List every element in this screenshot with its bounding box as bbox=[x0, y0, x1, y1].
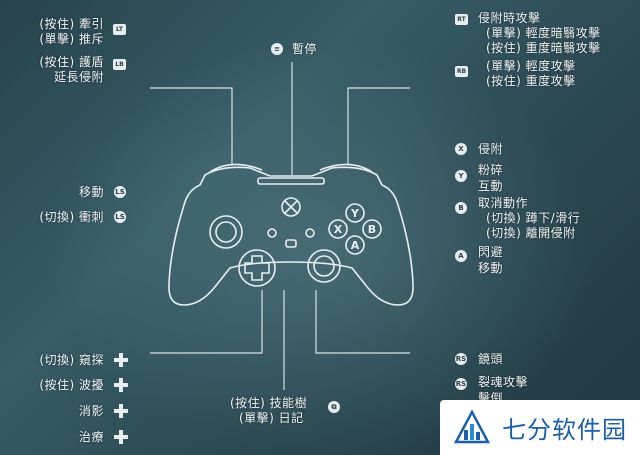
dpad-right-icon bbox=[114, 404, 128, 418]
rs-press-icon: RS bbox=[455, 378, 467, 390]
lb-hold-label: (按住) 護盾 bbox=[39, 55, 104, 69]
controller-x-glyph: X bbox=[334, 223, 343, 236]
view-hold-label: (按住) 技能樹 bbox=[230, 396, 308, 410]
move-label: 移動 bbox=[78, 185, 104, 199]
watermark-text: 七分软件园 bbox=[502, 416, 627, 444]
rt-connector-line bbox=[347, 87, 410, 165]
sprint-toggle-label: (切換) 衝刺 bbox=[39, 210, 104, 224]
lt-tap-label: (單擊) 推斥 bbox=[39, 32, 104, 46]
rb-tap-label: (單擊) 輕度攻擊 bbox=[486, 59, 576, 73]
rt-hold-label: (按住) 重度暗翳攻擊 bbox=[486, 41, 601, 55]
b-action-label-1: 取消動作 bbox=[478, 196, 529, 210]
dpad-left-icon bbox=[114, 378, 128, 392]
rb-icon: RB bbox=[455, 66, 468, 77]
lt-hold-label: (按住) 牽引 bbox=[39, 17, 104, 31]
rt-tap-label: (單擊) 輕度暗翳攻擊 bbox=[486, 26, 601, 40]
y-button-icon: Y bbox=[455, 170, 467, 182]
controller-b-glyph: B bbox=[368, 223, 376, 236]
rs-connector-line bbox=[315, 290, 410, 354]
controller-outline bbox=[168, 163, 414, 306]
rb-hold-label: (按住) 重度攻擊 bbox=[486, 74, 576, 88]
x-action-label: 侵附 bbox=[478, 142, 504, 156]
a-button-icon: A bbox=[455, 250, 467, 262]
menu-button-icon: ≡ bbox=[271, 43, 283, 55]
lt-connector-line bbox=[150, 87, 233, 165]
dpad-left-label: (按住) 波擾 bbox=[39, 378, 104, 392]
watermark-logo-icon bbox=[453, 408, 491, 443]
view-button-icon: ⧉ bbox=[328, 401, 340, 413]
dpad-down-icon bbox=[114, 430, 128, 444]
b-action-label-3: (切換) 離開侵附 bbox=[486, 226, 576, 240]
rt-icon: RT bbox=[455, 14, 468, 25]
y-action-label-2: 互動 bbox=[478, 179, 504, 193]
dpad-up-label: (切換) 窺探 bbox=[39, 353, 104, 367]
b-button-icon: B bbox=[455, 202, 467, 214]
ls-press-icon: LS bbox=[114, 211, 126, 223]
ls-icon: LS bbox=[114, 186, 126, 198]
controller-y-glyph: Y bbox=[350, 207, 360, 220]
b-action-label-2: (切換) 蹲下/滑行 bbox=[486, 211, 581, 225]
watermark: 七分软件园 bbox=[440, 400, 640, 455]
dpad-connector-line bbox=[150, 290, 263, 354]
lt-icon: LT bbox=[113, 24, 126, 35]
dpad-down-label: 治療 bbox=[78, 430, 104, 444]
rs-icon: RS bbox=[455, 353, 467, 365]
controller-a-glyph: A bbox=[351, 239, 360, 252]
camera-label: 鏡頭 bbox=[478, 352, 504, 366]
dpad-right-label: 消影 bbox=[78, 404, 104, 418]
rt-title-label: 侵附時攻擊 bbox=[478, 11, 541, 25]
a-action-label-2: 移動 bbox=[478, 261, 504, 275]
y-action-label-1: 粉碎 bbox=[478, 163, 504, 177]
dpad-up-icon bbox=[114, 353, 128, 367]
pause-label: 暫停 bbox=[292, 42, 318, 56]
lb-extend-label: 延長侵附 bbox=[53, 70, 104, 84]
a-action-label-1: 閃避 bbox=[478, 245, 504, 259]
rs-press-label-1: 裂魂攻擊 bbox=[478, 375, 529, 389]
x-button-icon: X bbox=[455, 143, 467, 155]
view-tap-label: (單擊) 日記 bbox=[239, 411, 304, 425]
lb-icon: LB bbox=[113, 59, 126, 70]
